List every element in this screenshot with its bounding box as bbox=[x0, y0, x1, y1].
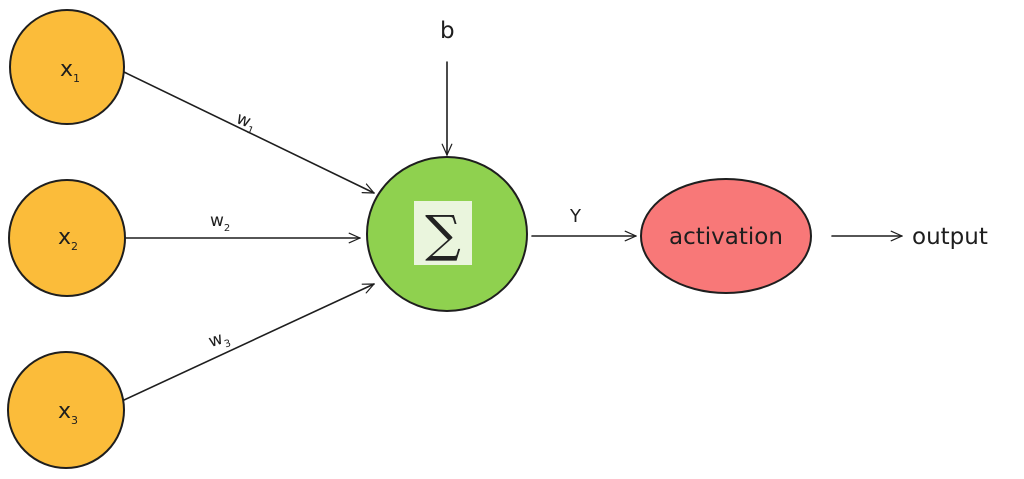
weight-subscript: 3 bbox=[223, 338, 232, 350]
input-subscript: 1 bbox=[73, 72, 80, 85]
svg-text:x3: x3 bbox=[58, 399, 78, 427]
bias-label: b bbox=[440, 18, 455, 44]
sigma-symbol: ∑ bbox=[425, 205, 461, 263]
weight-label-w3: w3 bbox=[206, 327, 232, 355]
weight-label-w2: w2 bbox=[210, 211, 230, 234]
sigma-box bbox=[414, 201, 472, 265]
input-circle bbox=[9, 9, 125, 125]
activation-label: activation bbox=[669, 224, 783, 250]
summation-node: ∑ bbox=[366, 156, 528, 312]
output-label: output bbox=[912, 224, 988, 250]
input-subscript: 2 bbox=[71, 240, 78, 253]
edge-x1-to-sum bbox=[123, 71, 375, 194]
weight-label-w1: w1 bbox=[232, 108, 259, 137]
weight-label: w bbox=[206, 329, 225, 352]
input-circle bbox=[8, 179, 126, 297]
input-label: x bbox=[60, 57, 73, 82]
activation-node: activation bbox=[640, 178, 812, 294]
svg-text:x1: x1 bbox=[60, 57, 80, 85]
input-label: x bbox=[58, 225, 71, 250]
input-subscript: 3 bbox=[71, 414, 78, 427]
svg-text:x2: x2 bbox=[58, 225, 78, 253]
input-label: x bbox=[58, 399, 71, 424]
weight-label: w bbox=[210, 211, 224, 231]
weight-subscript: 1 bbox=[245, 125, 255, 138]
weight-subscript: 2 bbox=[224, 223, 230, 234]
sum-output-label: Y bbox=[569, 206, 582, 227]
activation-ellipse bbox=[640, 178, 812, 294]
input-node-x3: x3 bbox=[7, 351, 125, 469]
input-node-x2: x2 bbox=[8, 179, 126, 297]
input-circle bbox=[7, 351, 125, 469]
input-node-x1: x1 bbox=[9, 9, 125, 125]
edge-x3-to-sum bbox=[123, 283, 375, 401]
